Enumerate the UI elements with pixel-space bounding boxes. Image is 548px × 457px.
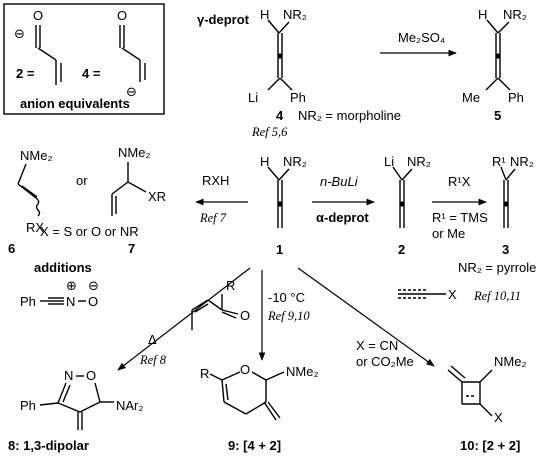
ph-label: Ph [508, 90, 524, 105]
ph-label: Ph [20, 398, 36, 413]
h-label: H [260, 154, 269, 169]
x-definition-cn: X = CN [356, 338, 398, 353]
compound-4-number: 4 [276, 108, 284, 123]
nr2-label: NR₂ [283, 7, 307, 22]
anion-equivalents-text: anion equivalents [20, 96, 130, 111]
delta-symbol: Δ [148, 332, 157, 347]
x-label: X [494, 410, 503, 425]
me-label: Me [462, 90, 480, 105]
compound-9-label: 9: [4 + 2] [228, 438, 281, 453]
nme2-label: NMe₂ [118, 145, 151, 160]
oxygen-label: O [117, 8, 127, 23]
nbuli-reagent: n-BuLi [320, 174, 359, 189]
r1-label: R¹ [492, 154, 506, 169]
o-label: O [240, 362, 250, 377]
ref-10-11: Ref 10,11 [473, 289, 521, 303]
temperature-label: -10 °C [268, 290, 305, 305]
ref-9-10: Ref 9,10 [267, 309, 310, 323]
me2so4-reagent: Me₂SO₄ [398, 30, 445, 45]
compound-4-label: 4 = [82, 66, 101, 81]
compound-7-structure: NMe₂ XR [111, 145, 166, 216]
additions-title: additions [34, 260, 92, 275]
compound-10-label: 10: [2 + 2] [460, 438, 520, 453]
nme2-label: NMe₂ [20, 148, 53, 163]
plus-charge: ⊕ [66, 278, 77, 293]
arrow-1-to-10 [297, 267, 435, 367]
rx-label: RX [26, 220, 44, 235]
compound-4-structure: H NR₂ Li Ph [248, 7, 307, 105]
minus-charge: ⊖ [88, 278, 99, 293]
o-label: O [240, 308, 250, 323]
r-label: R [200, 366, 209, 381]
x-definition-co2me: or CO₂Me [356, 354, 414, 369]
nar2-label: NAr₂ [116, 398, 143, 413]
ph-label: Ph [290, 90, 306, 105]
compound-3-structure: R¹ NR₂ [492, 154, 534, 228]
compound-6-structure: NMe₂ RX [17, 148, 53, 235]
compound-9-structure: R O NMe₂ [200, 362, 319, 421]
compound-1-number: 1 [276, 242, 283, 257]
compound-5-structure: H NR₂ Me Ph [462, 7, 527, 105]
anion-equivalents-box: ⊖ 2 = O 4 = O ⊖ anion equivalents [3, 3, 165, 115]
nitrile-oxide-reagent: Ph N ⊕ O ⊖ [20, 278, 99, 309]
n-label: N [64, 368, 73, 383]
compound-5-number: 5 [494, 108, 501, 123]
acrolein-2-structure: O [33, 8, 62, 85]
compound-1-structure: H NR₂ [260, 154, 307, 228]
xr-label: XR [148, 189, 166, 204]
x-definition: X = S or O or NR [40, 224, 139, 239]
nr2-label: NR₂ [407, 154, 431, 169]
r1-definition: R¹ = TMS [432, 210, 488, 225]
nr2-label: NR₂ [510, 154, 534, 169]
compound-10-structure: NMe₂ X [447, 354, 527, 425]
rxh-reagent: RXH [202, 173, 229, 188]
alpha-deprot-title: α-deprot [316, 210, 369, 225]
minus-charge-2: ⊖ [14, 26, 25, 41]
morpholine-note: NR₂ = morpholine [298, 108, 401, 123]
compound-3-number: 3 [502, 242, 509, 257]
ref-5-6: Ref 5,6 [251, 125, 288, 139]
h-label: H [478, 7, 487, 22]
ref-8: Ref 8 [139, 353, 167, 367]
compound-8-label: 8: 1,3-dipolar [8, 438, 89, 453]
alkyne-reagent: X [398, 287, 457, 302]
compound-2-structure: Li NR₂ [384, 154, 431, 228]
ref-7: Ref 7 [199, 211, 227, 225]
o-label: O [88, 294, 98, 309]
gamma-deprot-title: γ-deprot [197, 12, 250, 27]
r1x-reagent: R¹X [448, 174, 471, 189]
minus-charge-4: ⊖ [126, 84, 137, 99]
enone-reagent: R O [191, 278, 250, 330]
o-label: O [86, 368, 96, 383]
nme2-label: NMe₂ [286, 364, 319, 379]
compound-2-number: 2 [398, 242, 405, 257]
pyrrole-note: NR₂ = pyrrole [458, 260, 536, 275]
ph-label: Ph [20, 294, 36, 309]
arrow-1-to-8 [117, 267, 251, 371]
compound-8-structure: N O Ph NAr₂ [20, 368, 143, 430]
n-label: N [66, 294, 75, 309]
x-label: X [448, 287, 457, 302]
nme2-label: NMe₂ [494, 354, 527, 369]
r-label: R [226, 278, 235, 293]
acrolein-4-structure: O [117, 8, 146, 82]
li-label: Li [248, 90, 258, 105]
li-label: Li [384, 154, 394, 169]
oxygen-label: O [33, 8, 43, 23]
compound-7-number: 7 [128, 241, 135, 256]
or-text: or [76, 173, 88, 188]
compound-6-number: 6 [8, 241, 15, 256]
compound-2-label: 2 = [16, 66, 35, 81]
r1-definition-2: or Me [432, 226, 465, 241]
h-label: H [260, 7, 269, 22]
nr2-label: NR₂ [283, 154, 307, 169]
nr2-label: NR₂ [503, 7, 527, 22]
